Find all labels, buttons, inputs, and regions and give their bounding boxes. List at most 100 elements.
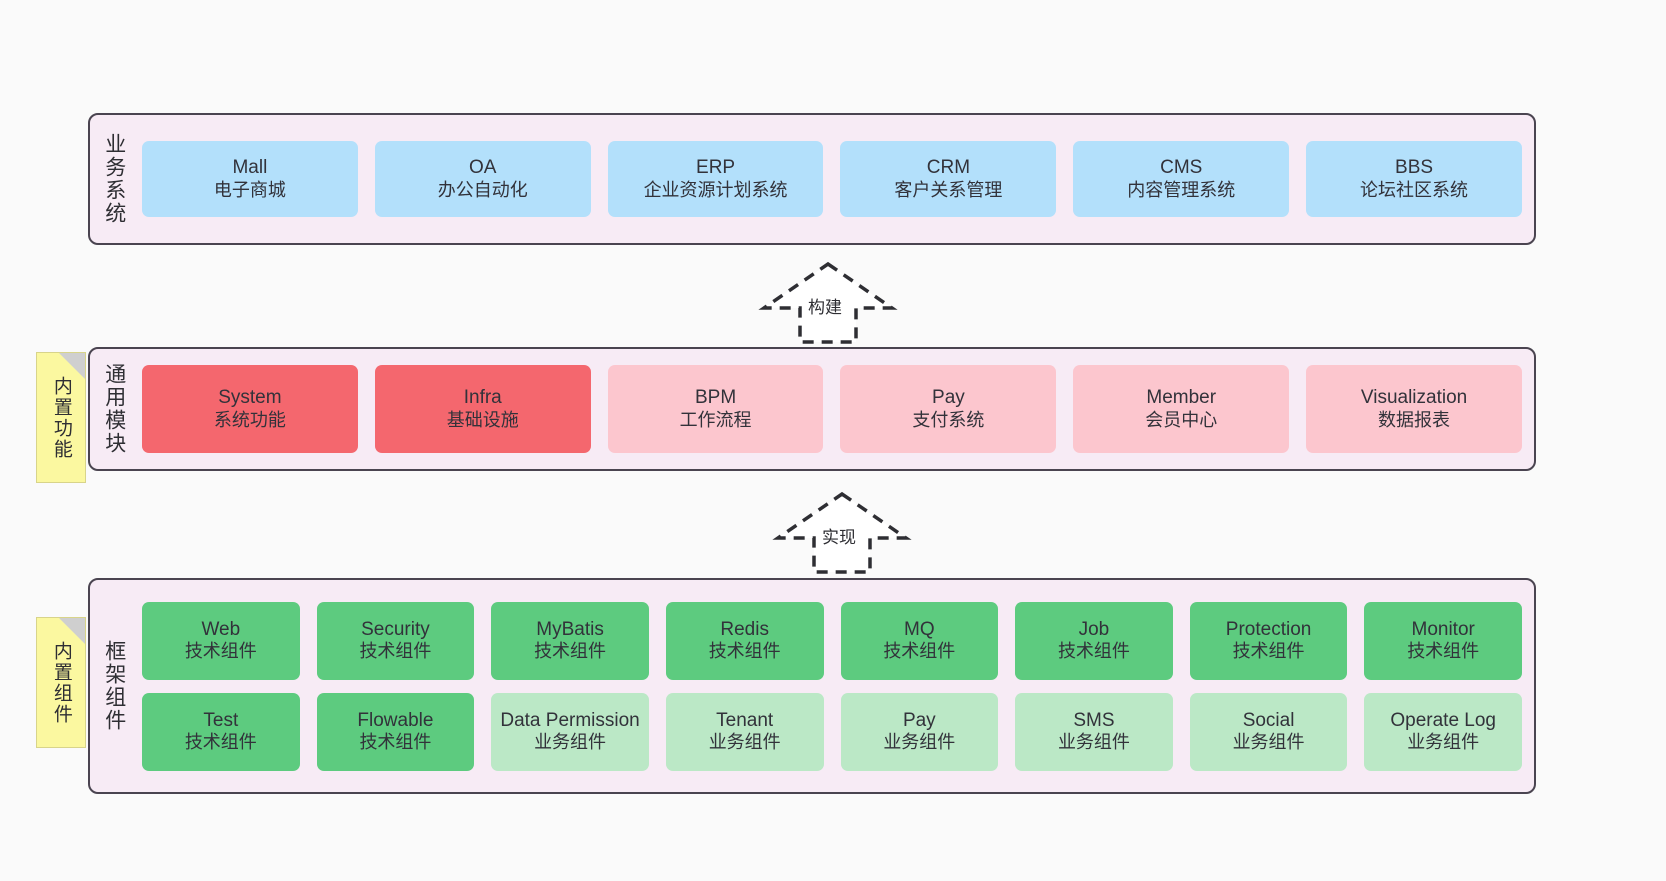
card-test[interactable]: Test 技术组件 [142,692,300,771]
card-pay-component-sub: 业务组件 [883,732,956,753]
card-redis-sub: 技术组件 [708,641,781,662]
card-protection[interactable]: Protection 技术组件 [1189,601,1348,680]
card-operate-log-name: Operate Log [1390,709,1496,731]
card-mq[interactable]: MQ 技术组件 [840,601,999,680]
build-arrow-icon [758,261,898,344]
card-member-name: Member [1146,387,1217,409]
card-oa-name: OA [469,157,497,179]
card-flowable[interactable]: Flowable 技术组件 [316,692,475,771]
card-monitor-name: Monitor [1411,618,1475,640]
card-tenant-name: Tenant [716,709,774,731]
note-builtin-function: 内置功能 [36,352,86,483]
card-sms[interactable]: SMS 业务组件 [1015,692,1173,771]
card-system[interactable]: System 系统功能 [142,365,358,453]
card-bbs[interactable]: BBS 论坛社区系统 [1306,141,1522,217]
card-rows-framework: Web 技术组件 Security 技术组件 MyBatis 技术组件 Redi… [142,601,1522,771]
card-oa[interactable]: OA 办公自动化 [374,141,591,217]
note-fold-corner-icon [59,353,85,379]
card-protection-sub: 技术组件 [1232,641,1305,662]
note-builtin-function-label: 内置功能 [50,375,72,460]
card-row-framework-tech: Web 技术组件 Security 技术组件 MyBatis 技术组件 Redi… [142,601,1522,680]
card-cms-sub: 内容管理系统 [1127,179,1236,200]
card-job[interactable]: Job 技术组件 [1015,601,1173,680]
card-row-module: System 系统功能 Infra 基础设施 BPM 工作流程 Pay 支付系统… [142,365,1522,453]
card-test-sub: 技术组件 [184,732,257,753]
card-redis[interactable]: Redis 技术组件 [665,601,824,680]
layer-common-module[interactable]: 通用模块 System 系统功能 Infra 基础设施 BPM 工作流程 Pay… [88,347,1536,471]
card-mybatis-sub: 技术组件 [534,641,607,662]
card-social-name: Social [1242,709,1295,731]
layer-business-system[interactable]: 业务系统 Mall 电子商城 OA 办公自动化 ERP 企业资源计划系统 CRM… [88,113,1536,245]
connector-implement: 实现 [772,488,912,576]
card-social[interactable]: Social 业务组件 [1189,692,1348,771]
card-operate-log-sub: 业务组件 [1407,732,1480,753]
card-data-permission[interactable]: Data Permission 业务组件 [491,692,649,771]
card-erp[interactable]: ERP 企业资源计划系统 [607,141,824,217]
card-pay-module-name: Pay [932,387,965,409]
layer-title-common-module: 通用模块 [102,363,126,455]
card-crm[interactable]: CRM 客户关系管理 [840,141,1057,217]
card-web-name: Web [201,618,241,640]
card-mybatis-name: MyBatis [536,618,604,640]
card-job-name: Job [1078,618,1110,640]
card-cms[interactable]: CMS 内容管理系统 [1073,141,1290,217]
card-monitor-sub: 技术组件 [1407,641,1480,662]
card-bbs-name: BBS [1395,157,1434,179]
card-erp-name: ERP [696,157,736,179]
card-mall-sub: 电子商城 [213,179,286,200]
connector-implement-label: 实现 [822,528,856,547]
card-job-sub: 技术组件 [1057,641,1130,662]
card-infra-sub: 基础设施 [446,409,519,430]
card-pay-component[interactable]: Pay 业务组件 [840,692,999,771]
layer-title-business-system: 业务系统 [102,133,126,225]
card-operate-log[interactable]: Operate Log 业务组件 [1364,692,1522,771]
implement-arrow-icon [772,491,912,574]
card-crm-sub: 客户关系管理 [894,179,1003,200]
layer-body-business-system: Mall 电子商城 OA 办公自动化 ERP 企业资源计划系统 CRM 客户关系… [138,115,1534,243]
connector-build: 构建 [758,258,898,346]
card-protection-name: Protection [1225,618,1312,640]
card-mall-name: Mall [232,157,268,179]
layer-framework-component[interactable]: 框架组件 Web 技术组件 Security 技术组件 MyBatis 技术组件 [88,578,1536,794]
card-sms-sub: 业务组件 [1057,732,1130,753]
note-builtin-component-label: 内置组件 [50,640,72,725]
card-security[interactable]: Security 技术组件 [316,601,475,680]
card-mall[interactable]: Mall 电子商城 [142,141,358,217]
card-visualization-sub: 数据报表 [1378,409,1451,430]
card-member[interactable]: Member 会员中心 [1073,365,1290,453]
card-security-name: Security [361,618,430,640]
card-mq-name: MQ [904,618,935,640]
card-redis-name: Redis [720,618,769,640]
card-bpm-sub: 工作流程 [679,409,752,430]
card-mq-sub: 技术组件 [883,641,956,662]
layer-title-framework-component: 框架组件 [102,640,126,732]
card-flowable-name: Flowable [357,709,434,731]
card-tenant[interactable]: Tenant 业务组件 [665,692,824,771]
layer-body-framework-component: Web 技术组件 Security 技术组件 MyBatis 技术组件 Redi… [138,580,1534,792]
card-social-sub: 业务组件 [1232,732,1305,753]
card-web-sub: 技术组件 [184,641,257,662]
card-row-business: Mall 电子商城 OA 办公自动化 ERP 企业资源计划系统 CRM 客户关系… [142,141,1522,217]
card-security-sub: 技术组件 [359,641,432,662]
card-visualization[interactable]: Visualization 数据报表 [1306,365,1522,453]
card-bpm-name: BPM [694,387,737,409]
card-test-name: Test [203,709,239,731]
card-row-framework-biz: Test 技术组件 Flowable 技术组件 Data Permission … [142,692,1522,771]
connector-build-label: 构建 [808,298,842,317]
card-visualization-name: Visualization [1360,387,1468,409]
card-bpm[interactable]: BPM 工作流程 [607,365,824,453]
card-monitor[interactable]: Monitor 技术组件 [1364,601,1522,680]
card-bbs-sub: 论坛社区系统 [1360,179,1469,200]
card-pay-component-name: Pay [902,709,936,731]
card-data-permission-name: Data Permission [500,709,640,731]
card-infra[interactable]: Infra 基础设施 [374,365,591,453]
card-infra-name: Infra [463,387,502,409]
card-web[interactable]: Web 技术组件 [142,601,300,680]
card-erp-sub: 企业资源计划系统 [643,179,788,200]
card-sms-name: SMS [1073,709,1115,731]
card-mybatis[interactable]: MyBatis 技术组件 [491,601,649,680]
card-crm-name: CRM [926,157,971,179]
card-pay-module[interactable]: Pay 支付系统 [840,365,1057,453]
card-flowable-sub: 技术组件 [359,732,432,753]
